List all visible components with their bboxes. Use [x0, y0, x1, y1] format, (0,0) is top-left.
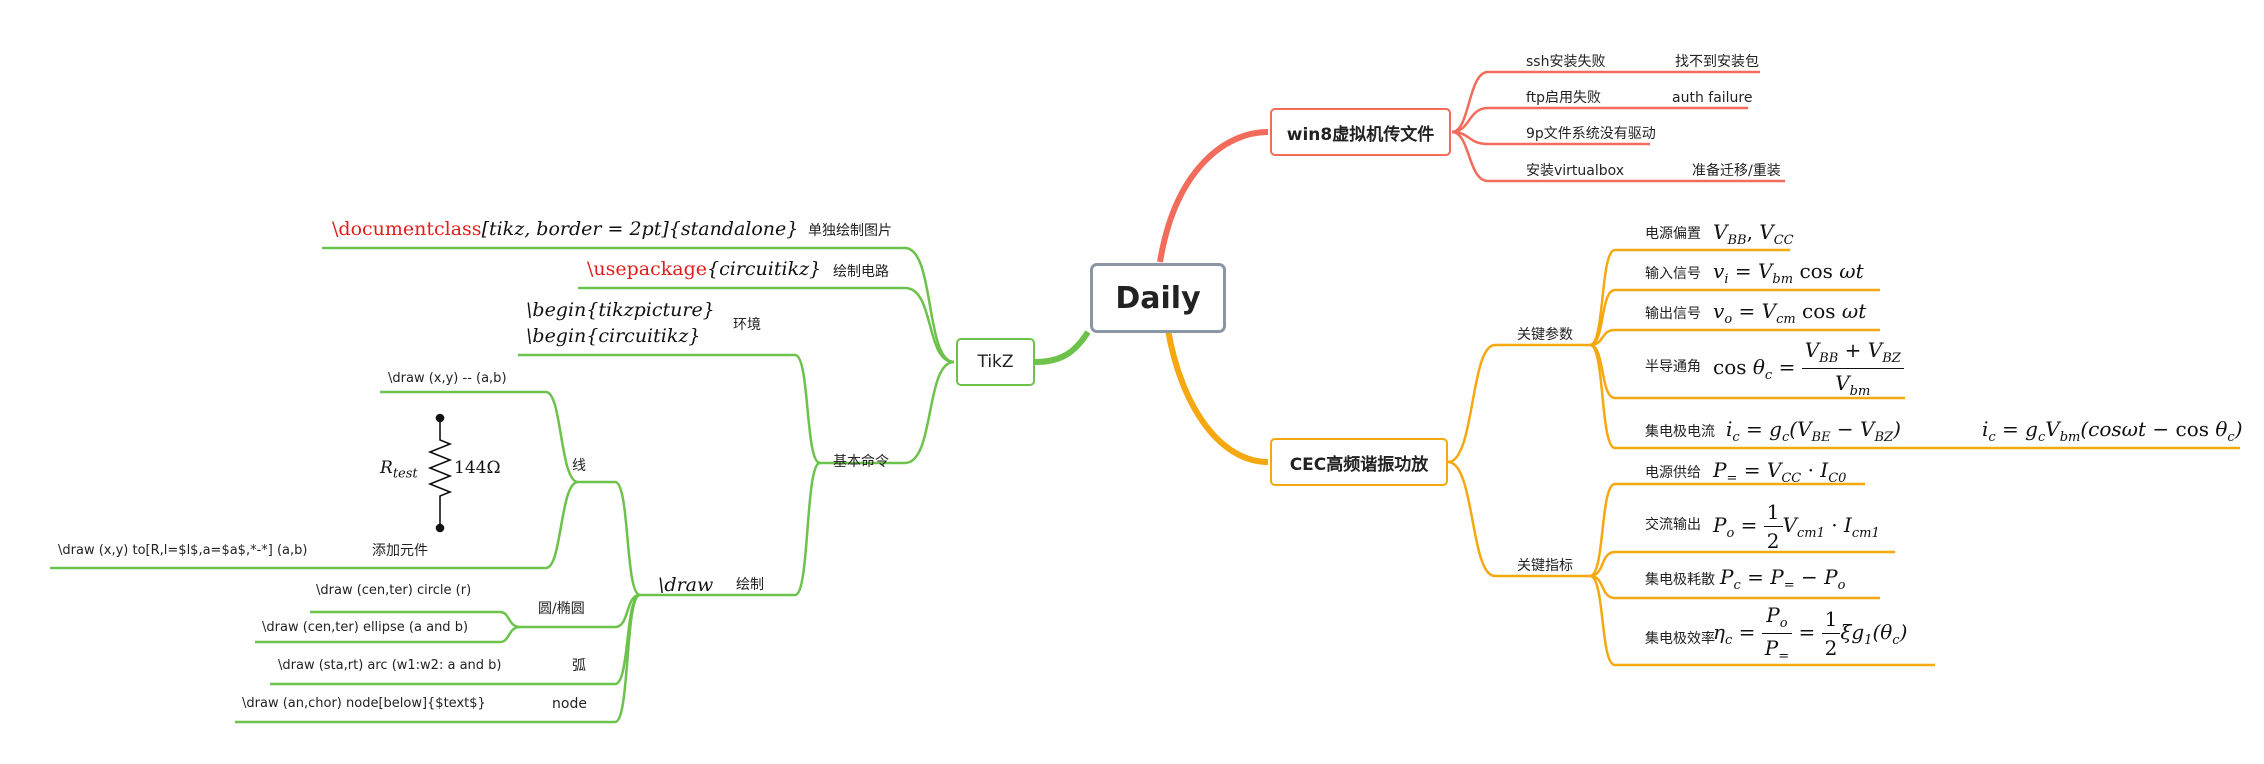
circle-label[interactable]: 圆/椭圆 [538, 601, 585, 617]
usepackage-command: \usepackage{circuitikz} [587, 258, 821, 280]
cec-connectors [1165, 248, 2240, 667]
circle-example[interactable]: \draw (cen,ter) circle (r) [316, 583, 472, 598]
ellipse-example[interactable]: \draw (cen,ter) ellipse (a and b) [262, 620, 469, 635]
node-label[interactable]: node [552, 696, 587, 712]
documentclass-keyword: \documentclass [332, 218, 482, 240]
metric-ac-output[interactable]: 交流输出 [1645, 517, 1701, 533]
win8-item-ftp[interactable]: ftp启用失败 [1526, 90, 1602, 106]
cec-node[interactable]: CEC高频谐振功放 [1270, 438, 1448, 486]
usepackage-args: {circuitikz} [707, 258, 822, 280]
param-collector-current[interactable]: 集电极电流 [1645, 424, 1715, 440]
metric-collector-efficiency[interactable]: 集电极效率 [1645, 631, 1715, 647]
tikz-connectors [50, 246, 1091, 724]
usepackage-keyword: \usepackage [587, 258, 708, 280]
tikz-node[interactable]: TikZ [956, 338, 1035, 386]
arc-example[interactable]: \draw (sta,rt) arc (w1:w2: a and b) [278, 658, 502, 673]
formula-power-supply: P= = VCC · IC0 [1713, 458, 1847, 486]
line-label[interactable]: 线 [572, 458, 586, 474]
param-output-signal[interactable]: 输出信号 [1645, 306, 1701, 322]
usepackage-label[interactable]: 绘制电路 [833, 264, 889, 280]
formula-collector-dissipation: Pc = P= − Po [1720, 565, 1846, 593]
resistor-symbol [427, 413, 453, 533]
component-example[interactable]: \draw (x,y) to[R,l=$l$,a=$a$,*-*] (a,b) [58, 543, 308, 558]
env-line2: \begin{circuitikz} [526, 325, 701, 347]
metric-collector-dissipation[interactable]: 集电极耗散 [1645, 572, 1715, 588]
node-example[interactable]: \draw (an,chor) node[below]{$text$} [242, 696, 486, 711]
documentclass-args: [tikz, border = 2pt]{standalone} [481, 218, 799, 240]
cec-key-metrics[interactable]: 关键指标 [1517, 558, 1573, 574]
draw-label[interactable]: 绘制 [736, 577, 764, 593]
resistor-value: 144Ω [454, 458, 501, 478]
win8-node[interactable]: win8虚拟机传文件 [1270, 108, 1451, 156]
standalone-label[interactable]: 单独绘制图片 [808, 223, 892, 239]
win8-item-virtualbox-sub[interactable]: 准备迁移/重装 [1692, 163, 1781, 179]
central-topic[interactable]: Daily [1090, 263, 1226, 333]
win8-item-ssh-sub[interactable]: 找不到安装包 [1675, 54, 1759, 70]
resistor-label: Rtest [380, 458, 418, 482]
win8-connectors [1157, 70, 1785, 263]
cec-node-label: CEC高频谐振功放 [1289, 454, 1429, 475]
param-half-angle[interactable]: 半导通角 [1645, 359, 1701, 375]
formula-collector-current-2: ic = gcVbm(cosωt − cos θc) [1982, 417, 2243, 445]
component-label[interactable]: 添加元件 [372, 543, 428, 559]
win8-item-9p[interactable]: 9p文件系统没有驱动 [1526, 126, 1656, 142]
formula-input-signal: vi = Vbm cos ωt [1713, 259, 1864, 287]
line-example[interactable]: \draw (x,y) -- (a,b) [388, 371, 507, 386]
param-supply-bias[interactable]: 电源偏置 [1645, 226, 1701, 242]
formula-output-signal: vo = Vcm cos ωt [1713, 299, 1867, 327]
param-input-signal[interactable]: 输入信号 [1645, 266, 1701, 282]
basic-commands-label[interactable]: 基本命令 [833, 454, 889, 470]
formula-collector-current: ic = gc(VBE − VBZ) [1726, 417, 1901, 445]
win8-item-virtualbox[interactable]: 安装virtualbox [1526, 163, 1625, 179]
central-topic-label: Daily [1115, 280, 1201, 316]
arc-label[interactable]: 弧 [572, 658, 586, 674]
win8-item-ssh[interactable]: ssh安装失败 [1526, 54, 1606, 70]
draw-math: \draw [658, 574, 714, 596]
formula-supply-bias: VBB, VCC [1713, 220, 1794, 248]
standalone-command: \documentclass[tikz, border = 2pt]{stand… [332, 218, 798, 240]
env-line1: \begin{tikzpicture} [526, 299, 715, 321]
win8-item-ftp-sub[interactable]: auth failure [1672, 90, 1753, 106]
env-label[interactable]: 环境 [733, 317, 761, 333]
cec-key-params[interactable]: 关键参数 [1517, 327, 1573, 343]
tikz-node-label: TikZ [977, 352, 1014, 372]
metric-power-supply[interactable]: 电源供给 [1645, 465, 1701, 481]
win8-node-label: win8虚拟机传文件 [1286, 124, 1435, 145]
